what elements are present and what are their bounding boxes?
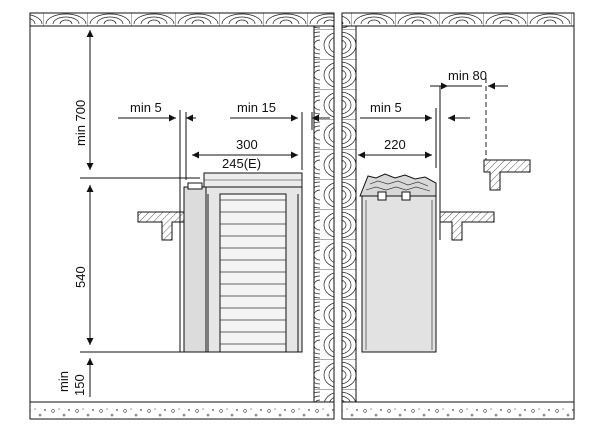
label-min-150-line2: 150 <box>72 374 87 396</box>
label-min-5-left: min 5 <box>130 100 162 115</box>
bench-ledge-right <box>439 211 495 241</box>
heater-stones <box>359 173 437 197</box>
right-room-wall <box>341 25 357 403</box>
left-ceiling <box>29 12 335 27</box>
upper-bench <box>483 159 531 191</box>
dimension-lines-left <box>80 30 330 397</box>
right-room <box>341 12 575 420</box>
left-room-wall <box>313 25 335 403</box>
dimension-lines-right <box>358 78 508 168</box>
label-540: 540 <box>73 266 88 288</box>
right-floor <box>341 401 575 420</box>
right-ceiling <box>341 12 575 27</box>
label-220: 220 <box>384 137 406 152</box>
left-floor <box>29 401 335 420</box>
label-min-150-line1: min <box>56 371 71 392</box>
label-min-15: min 15 <box>237 100 276 115</box>
label-min-5-right: min 5 <box>370 100 402 115</box>
label-300: 300 <box>236 137 258 152</box>
bench-ledge-left <box>137 211 185 241</box>
heater-front-view <box>137 172 303 353</box>
label-min-80: min 80 <box>448 68 487 83</box>
heater-side-view <box>359 86 531 353</box>
label-245e: 245(E) <box>222 156 261 171</box>
heater-side-body <box>361 195 437 353</box>
left-room <box>29 12 335 420</box>
label-min-700: min 700 <box>73 100 88 146</box>
